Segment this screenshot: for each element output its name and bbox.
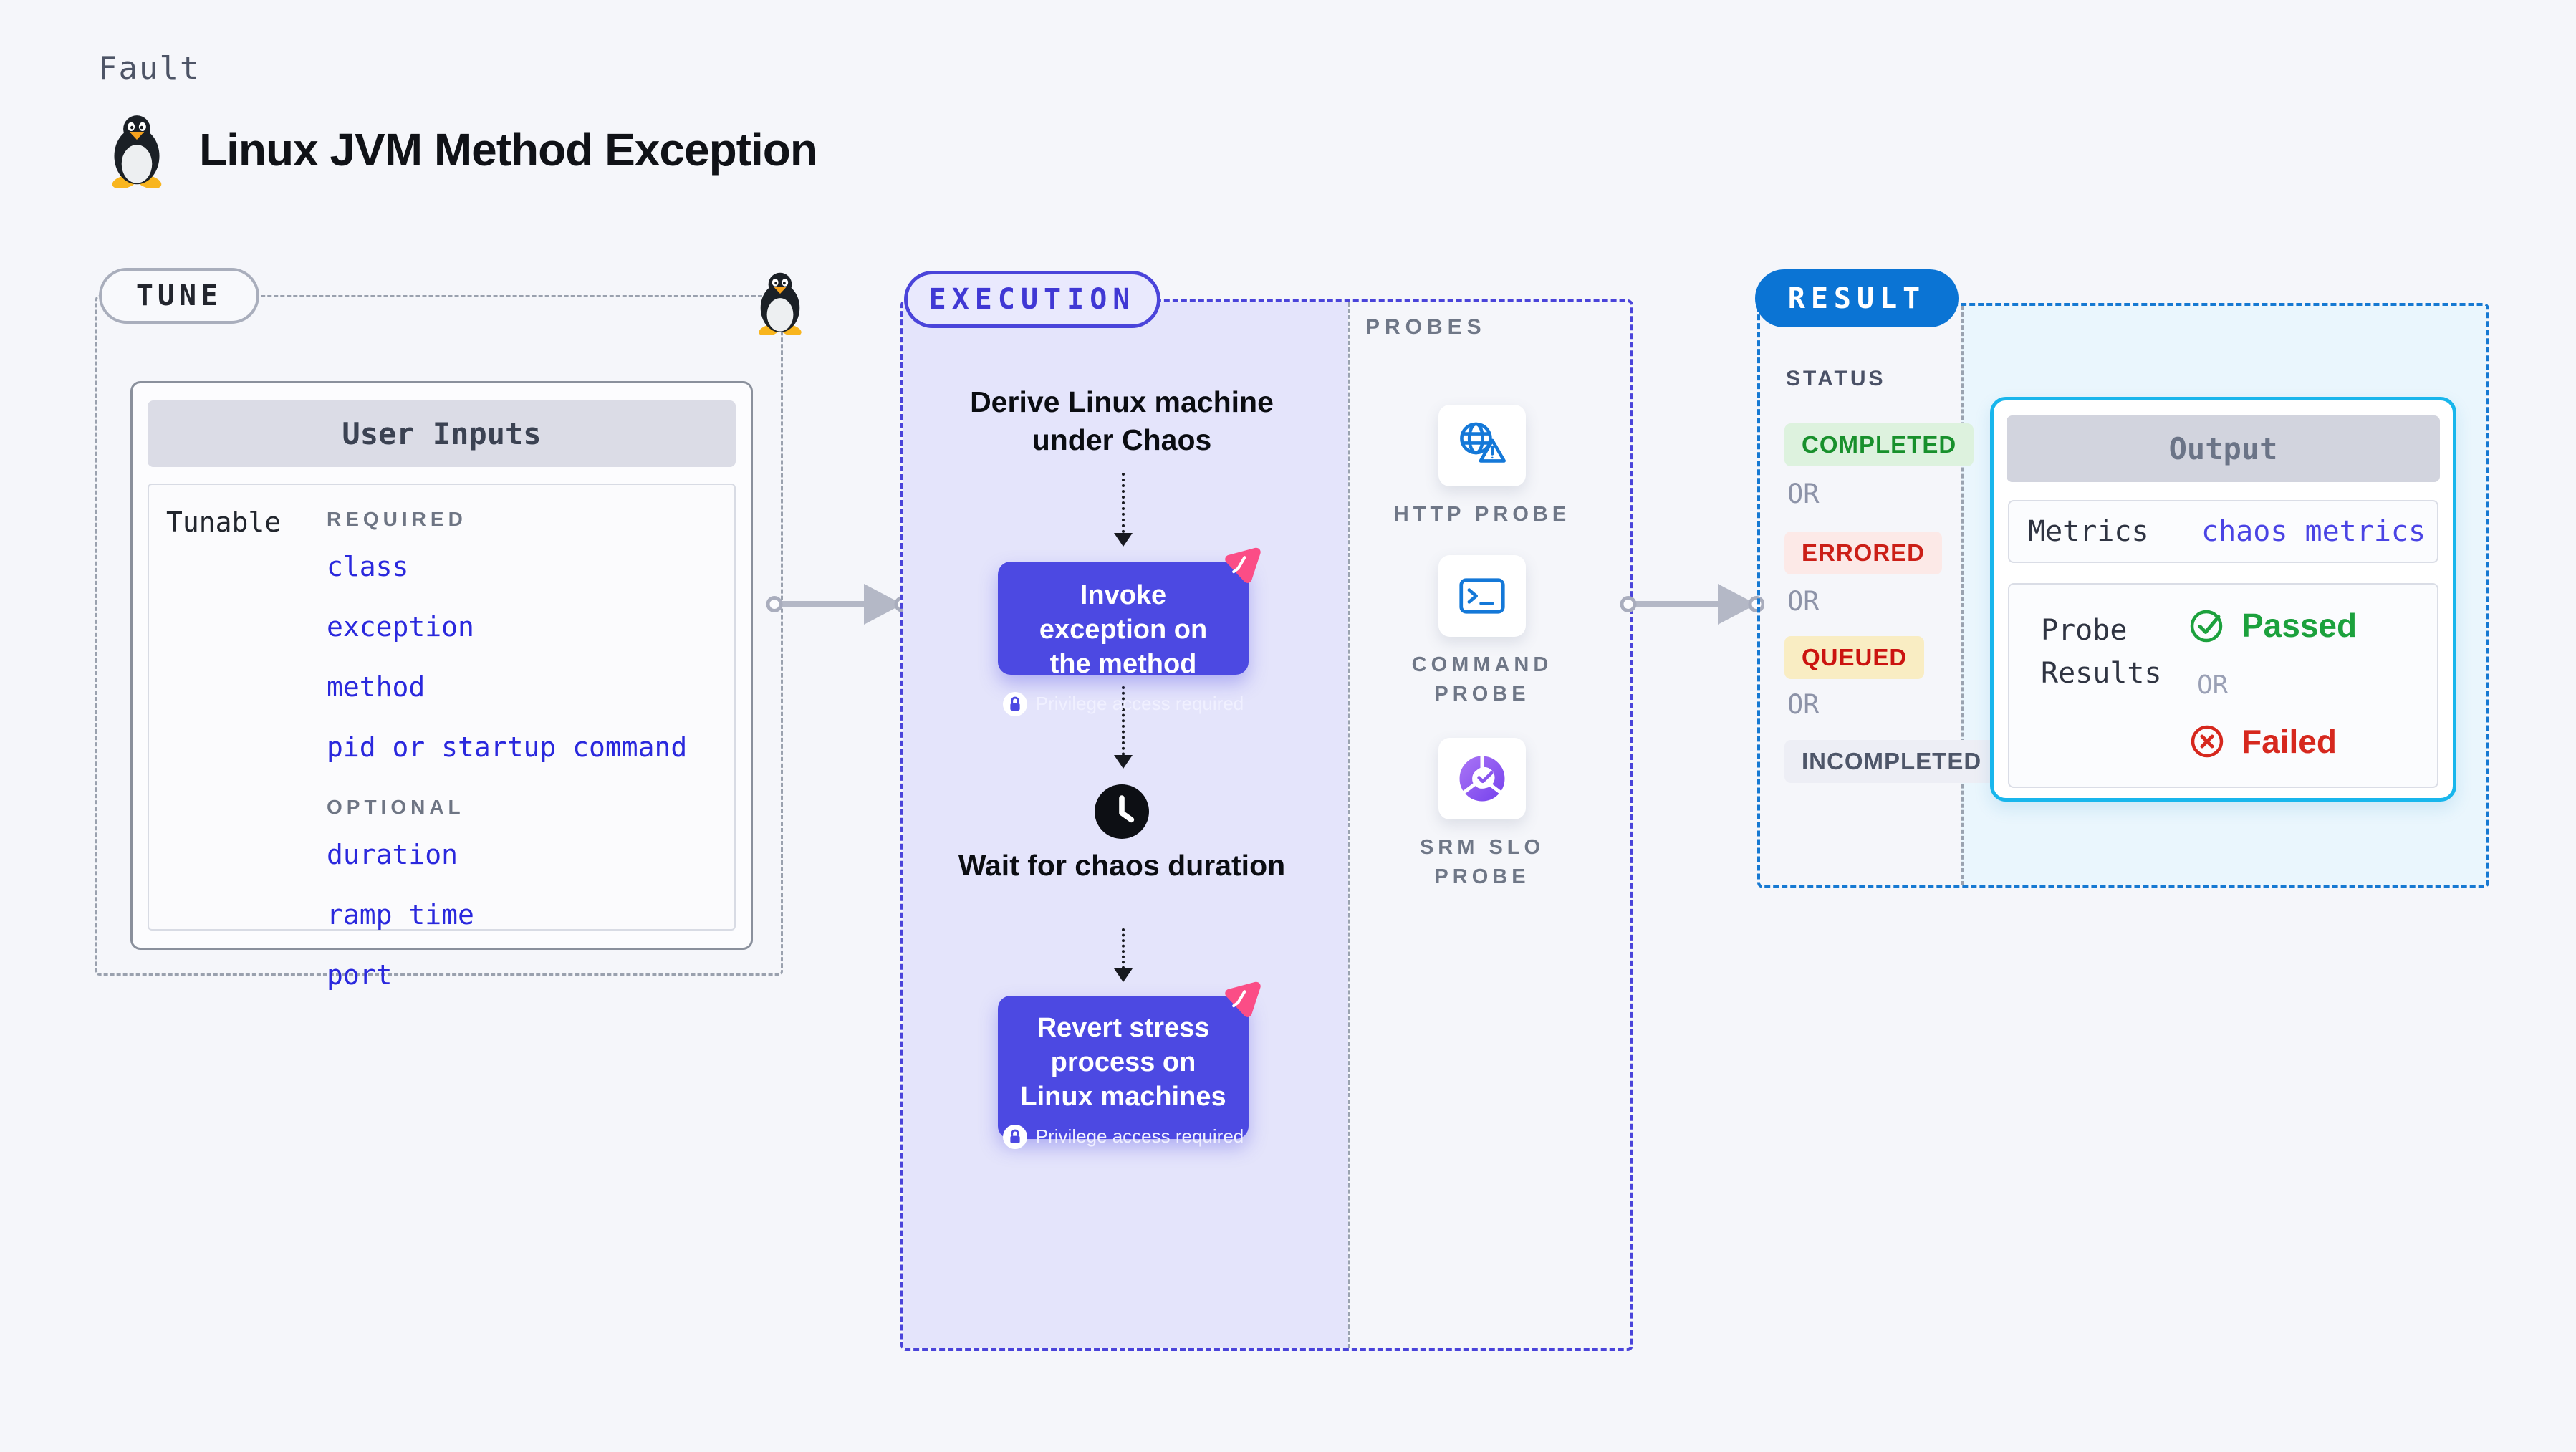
clock-icon	[1095, 784, 1149, 839]
tunable-item: class	[327, 551, 409, 582]
status-badge-errored: ERRORED	[1784, 532, 1943, 574]
tunable-item: ramp time	[327, 899, 474, 931]
probes-column-label: PROBES	[1365, 315, 1486, 339]
required-group-label: REQUIRED	[327, 508, 467, 530]
tunable-list: REQUIRED class exception method pid or s…	[327, 485, 688, 991]
invoke-exception-step[interactable]: Invoke exception on the method Privilege…	[998, 547, 1261, 716]
user-inputs-body: Tunable REQUIRED class exception method …	[148, 484, 736, 991]
status-badge-incompleted: INCOMPLETED	[1784, 740, 1999, 783]
slo-donut-icon	[1459, 753, 1505, 802]
privilege-badge-text: Privilege access required	[1035, 1125, 1244, 1148]
or-label: OR	[1787, 586, 1820, 617]
tunable-item: exception	[327, 611, 474, 643]
tunable-row-label: Tunable	[166, 506, 282, 538]
or-label: OR	[1787, 689, 1820, 720]
status-column-label: STATUS	[1786, 367, 1886, 390]
command-probe-label: COMMAND PROBE	[1411, 653, 1553, 706]
execution-section-pill: EXECUTION	[904, 271, 1160, 328]
tunable-item: duration	[327, 839, 458, 870]
tux-linux-small-icon	[759, 272, 802, 335]
metrics-value-link[interactable]: chaos metrics	[2201, 515, 2426, 548]
probe-results-box: Probe Results Passed OR Failed	[2008, 583, 2438, 788]
command-probe-card[interactable]	[1438, 555, 1526, 637]
flow-arrow-down	[1114, 473, 1133, 547]
privilege-badge-text: Privilege access required	[1035, 693, 1244, 715]
metrics-label: Metrics	[2028, 515, 2149, 548]
tunable-item: port	[327, 959, 393, 991]
probe-results-label: Probe Results	[2041, 614, 2162, 690]
lock-icon	[1002, 1124, 1027, 1149]
invoke-exception-title: Invoke exception on the method	[1039, 580, 1208, 679]
check-circle-icon	[2190, 610, 2223, 643]
privilege-badge: Privilege access required	[998, 1124, 1249, 1149]
status-divider	[1961, 306, 1964, 885]
srm-slo-probe-card[interactable]	[1438, 738, 1526, 819]
page-title: Linux JVM Method Exception	[199, 124, 818, 176]
user-inputs-card: User Inputs Tunable REQUIRED class excep…	[130, 381, 753, 991]
tux-linux-icon	[112, 115, 162, 188]
lock-icon	[1002, 691, 1027, 716]
user-inputs-title: User Inputs	[148, 400, 736, 467]
result-section-pill: RESULT	[1755, 269, 1959, 327]
chaos-spark-icon	[1225, 547, 1261, 583]
probes-divider	[1348, 302, 1350, 1348]
terminal-icon	[1459, 578, 1505, 614]
privilege-badge: Privilege access required	[998, 691, 1249, 716]
tunable-item: pid or startup command	[327, 731, 688, 763]
globe-alert-icon	[1460, 422, 1506, 463]
execution-to-result-connector	[1620, 584, 1764, 625]
or-label: OR	[2197, 670, 2229, 700]
derive-step-text: Derive Linux machine under Chaos	[970, 385, 1274, 457]
fault-eyebrow: Fault	[98, 50, 201, 87]
chaos-spark-icon	[1225, 981, 1261, 1017]
status-badge-completed: COMPLETED	[1784, 423, 1974, 466]
tune-section-pill: TUNE	[99, 268, 259, 324]
revert-stress-title: Revert stress process on Linux machines	[1020, 1013, 1226, 1112]
x-circle-icon	[2191, 725, 2224, 758]
failed-text: Failed	[2241, 723, 2337, 760]
output-card: Output Metrics chaos metrics Probe Resul…	[1990, 397, 2456, 802]
tune-section-box	[95, 295, 783, 976]
passed-text: Passed	[2241, 607, 2358, 644]
tune-to-execution-connector	[766, 584, 910, 625]
passed-row: Passed	[2188, 606, 2357, 645]
flow-arrow-down	[1114, 686, 1133, 769]
or-label: OR	[1787, 479, 1820, 509]
failed-row: Failed	[2188, 722, 2337, 761]
metrics-row: Metrics chaos metrics	[2008, 500, 2438, 563]
srm-slo-probe-label: SRM SLO PROBE	[1419, 836, 1545, 888]
optional-group-label: OPTIONAL	[327, 796, 465, 818]
wait-step-text: Wait for chaos duration	[958, 849, 1286, 882]
revert-stress-step[interactable]: Revert stress process on Linux machines …	[998, 981, 1261, 1149]
http-probe-card[interactable]	[1438, 405, 1526, 486]
tunable-item: method	[327, 671, 426, 703]
http-probe-label: HTTP PROBE	[1393, 503, 1571, 526]
status-badge-queued: QUEUED	[1784, 636, 1925, 679]
output-card-title: Output	[2007, 415, 2440, 482]
flow-arrow-down	[1114, 928, 1133, 982]
